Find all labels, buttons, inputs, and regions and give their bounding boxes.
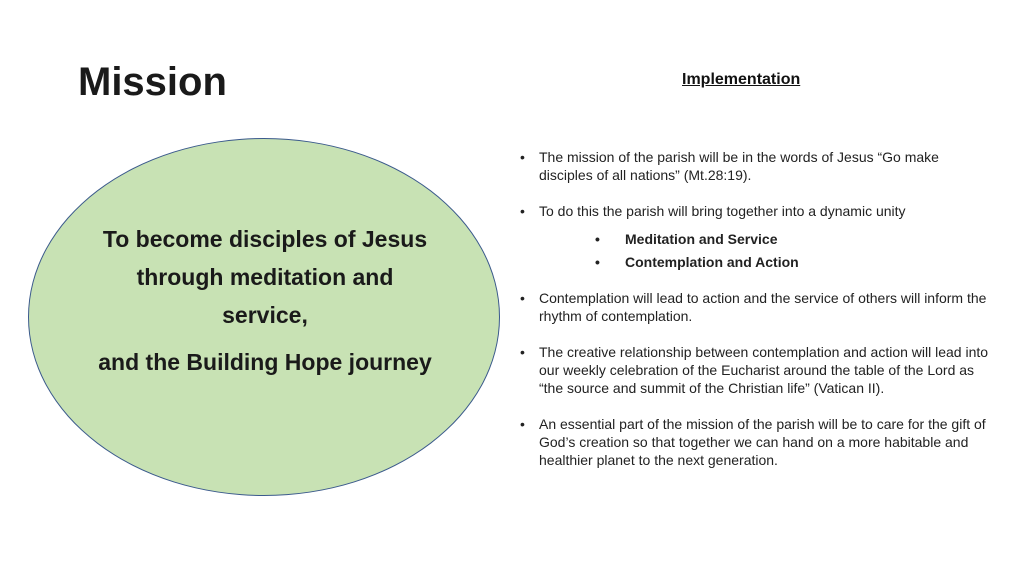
bullet-item: • To do this the parish will bring toget…: [520, 202, 990, 220]
bullet-item: • The mission of the parish will be in t…: [520, 148, 990, 184]
sub-bullet-item: • Meditation and Service: [520, 230, 990, 248]
sub-bullet-text: Contemplation and Action: [625, 254, 799, 270]
bullet-dot-icon: •: [520, 203, 525, 219]
bullet-dot-icon: •: [520, 290, 525, 306]
mission-statement: To become disciples of Jesus through med…: [96, 220, 434, 381]
bullet-item: • The creative relationship between cont…: [520, 343, 990, 397]
bullet-text: An essential part of the mission of the …: [539, 416, 986, 468]
sub-bullet-list: • Meditation and Service • Contemplation…: [520, 230, 990, 271]
mission-statement-line2: and the Building Hope journey: [98, 349, 432, 375]
mission-statement-line1: To become disciples of Jesus through med…: [102, 226, 428, 328]
bullet-text: To do this the parish will bring togethe…: [539, 203, 906, 219]
bullet-text: The creative relationship between contem…: [539, 344, 989, 396]
sub-bullet-text: Meditation and Service: [625, 231, 778, 247]
bullet-dot-icon: •: [520, 344, 525, 360]
bullet-item: • Contemplation will lead to action and …: [520, 289, 990, 325]
implementation-list: • The mission of the parish will be in t…: [520, 148, 990, 487]
bullet-text: Contemplation will lead to action and th…: [539, 290, 987, 324]
bullet-item: • An essential part of the mission of th…: [520, 415, 990, 469]
sub-bullet-item: • Contemplation and Action: [520, 253, 990, 271]
mission-ellipse: [28, 138, 500, 496]
slide-title: Mission: [78, 60, 227, 104]
bullet-text: The mission of the parish will be in the…: [539, 149, 939, 183]
sub-bullet-dot-icon: •: [595, 231, 600, 247]
bullet-dot-icon: •: [520, 149, 525, 165]
sub-bullet-dot-icon: •: [595, 254, 600, 270]
bullet-dot-icon: •: [520, 416, 525, 432]
implementation-heading: Implementation: [682, 71, 801, 88]
